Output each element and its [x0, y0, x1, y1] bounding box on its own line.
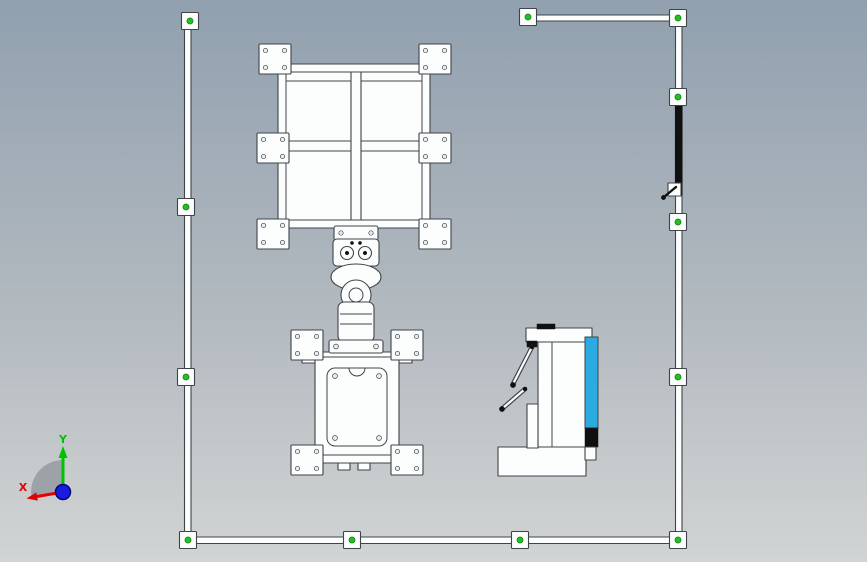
- robot-cable-dot: [358, 241, 362, 245]
- robot-stand[interactable]: [290, 329, 424, 476]
- stand-screw: [376, 373, 382, 379]
- axis-x-arrowhead: [26, 492, 38, 501]
- machine-top-detail: [536, 323, 556, 330]
- stand-corner-plate[interactable]: [390, 329, 424, 361]
- table-mounting-plate[interactable]: [258, 43, 292, 75]
- table-mounting-plate[interactable]: [418, 43, 452, 75]
- stand-corner-plate[interactable]: [290, 329, 324, 361]
- stand-top-tab: [348, 367, 366, 377]
- fence-connector-plate[interactable]: [342, 530, 362, 550]
- axis-y-label: Y: [58, 433, 68, 446]
- fence-bracket-pin: [662, 185, 678, 199]
- machine-rod-pivot: [522, 386, 528, 392]
- fence-rail-left[interactable]: [183, 27, 192, 534]
- fence-connector-plate[interactable]: [176, 197, 196, 217]
- fence-connector-plate[interactable]: [518, 7, 538, 27]
- robot-flange-screw: [368, 230, 374, 236]
- fence-bracket-pin-tip: [661, 195, 666, 200]
- fence-rail-bottom[interactable]: [193, 536, 673, 545]
- fence-connector-plate[interactable]: [180, 11, 200, 31]
- fence-connector-plate[interactable]: [668, 530, 688, 550]
- robot-base-screw: [373, 343, 379, 350]
- machine-top-plate[interactable]: [525, 327, 593, 343]
- robot-joint-center: [362, 250, 368, 256]
- robot-cable-dot: [350, 241, 354, 245]
- stand-foot-tab: [337, 462, 351, 471]
- robot-base-screw: [333, 343, 339, 350]
- fence-connector-plate[interactable]: [668, 8, 688, 28]
- fence-rail-dark-segment: [674, 104, 683, 196]
- stand-foot-tab: [357, 462, 371, 471]
- triad-shadow-sector: [31, 460, 63, 498]
- fence-connector-plate[interactable]: [668, 87, 688, 107]
- machine-guide-base: [584, 446, 597, 461]
- safety-fence[interactable]: [176, 7, 688, 550]
- machine-fixture[interactable]: [497, 323, 599, 477]
- machine-web: [526, 403, 539, 449]
- fence-connector-plate[interactable]: [668, 212, 688, 232]
- table-mounting-plate[interactable]: [256, 132, 290, 164]
- fence-connector-plate[interactable]: [178, 530, 198, 550]
- fence-rail-top-right[interactable]: [535, 14, 672, 22]
- stand-screw: [332, 435, 338, 441]
- machine-lever-rod-core: [501, 387, 527, 410]
- axis-y-arrowhead: [58, 446, 68, 458]
- axis-x-label: X: [19, 481, 28, 494]
- robot-flange-screw: [338, 230, 344, 236]
- fence-connector-plate[interactable]: [668, 367, 688, 387]
- machine-guide-block: [584, 427, 599, 448]
- robot-base-flange[interactable]: [328, 339, 384, 354]
- table-cross-beam-vertical: [350, 71, 362, 221]
- table-mounting-plate[interactable]: [418, 218, 452, 250]
- machine-rod-tip: [510, 382, 516, 388]
- robot-shoulder-link[interactable]: [332, 238, 380, 267]
- fence-connector-plate[interactable]: [176, 367, 196, 387]
- robot-arm[interactable]: [328, 225, 384, 354]
- stand-column[interactable]: [314, 356, 400, 456]
- stand-screw: [376, 435, 382, 441]
- machine-guide-strip[interactable]: [584, 336, 599, 429]
- axis-z-indicator[interactable]: [54, 483, 72, 501]
- robot-joint-center: [344, 250, 350, 256]
- machine-foot[interactable]: [497, 446, 587, 477]
- table-mounting-plate[interactable]: [418, 132, 452, 164]
- robot-base-cylinder[interactable]: [337, 301, 375, 343]
- fence-connector-plate[interactable]: [510, 530, 530, 550]
- machine-rod-pivot: [529, 344, 535, 350]
- orientation-triad[interactable]: Y X: [19, 433, 72, 501]
- work-table[interactable]: [256, 43, 452, 250]
- stand-column-inner-edge: [326, 367, 388, 447]
- table-mounting-plate[interactable]: [256, 218, 290, 250]
- machine-rod-tip: [499, 406, 505, 412]
- stand-corner-plate[interactable]: [390, 444, 424, 476]
- stand-screw: [332, 373, 338, 379]
- stand-corner-plate[interactable]: [290, 444, 324, 476]
- machine-lever-rod-core: [511, 345, 534, 386]
